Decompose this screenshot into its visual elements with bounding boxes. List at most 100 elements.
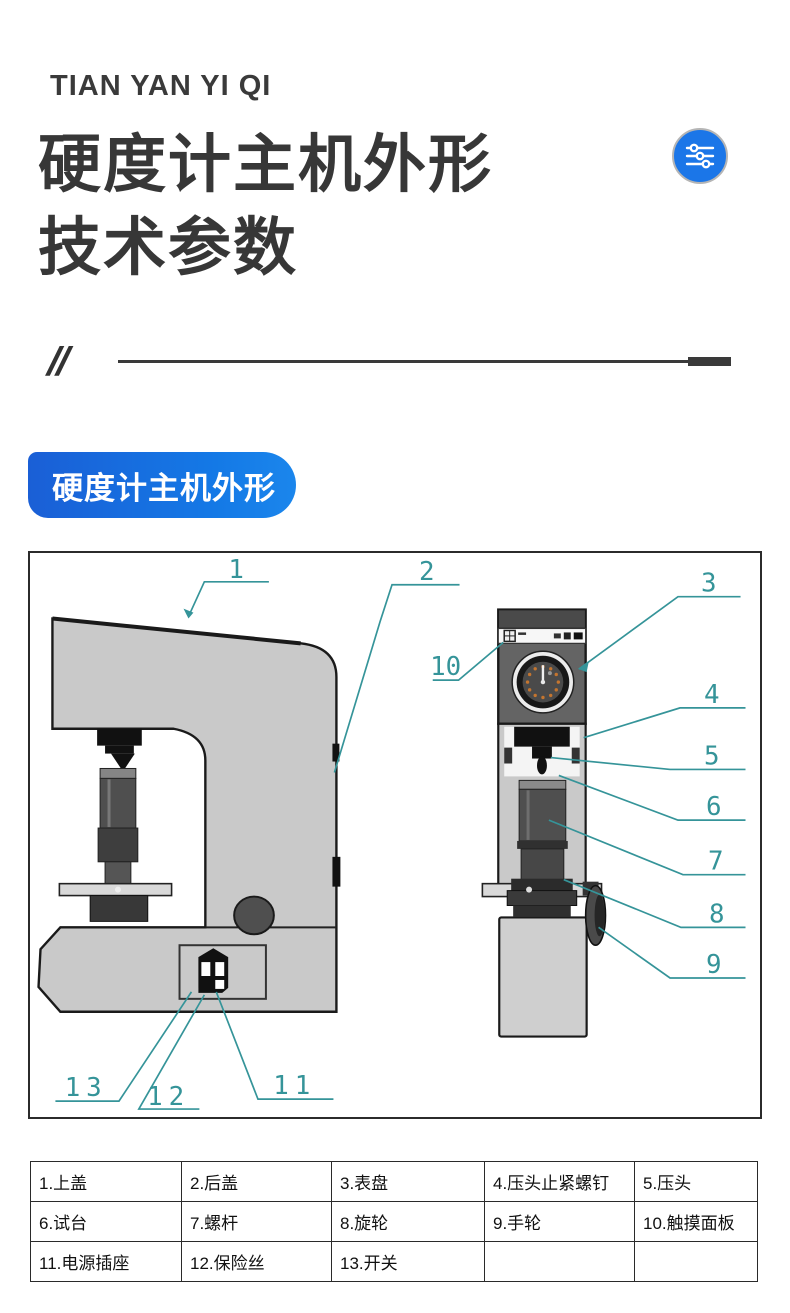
double-slash-mark: // bbox=[45, 340, 69, 384]
table-cell: 10.触摸面板 bbox=[634, 1201, 758, 1242]
page-title-line1: 硬度计主机外形 bbox=[38, 130, 493, 200]
table-cell: 4.压头止紧螺钉 bbox=[484, 1161, 635, 1202]
callout-8: 8 bbox=[709, 899, 725, 929]
screw-rod-front bbox=[518, 788, 567, 842]
dial-mark bbox=[547, 671, 552, 676]
dial-center bbox=[540, 679, 546, 685]
leader-11 bbox=[215, 991, 334, 1100]
switch-rocker bbox=[201, 962, 211, 976]
indenter-holder-front bbox=[514, 726, 570, 747]
panel-key bbox=[573, 632, 583, 640]
rotary-wheel bbox=[233, 895, 275, 936]
panel-key bbox=[563, 632, 571, 640]
table-row: 11.电源插座 12.保险丝 13.开关 bbox=[30, 1241, 758, 1282]
panel-label bbox=[518, 632, 527, 635]
hub-dot bbox=[114, 886, 121, 893]
leader-7 bbox=[548, 819, 746, 876]
brand-text: TIAN YAN YI QI bbox=[50, 70, 272, 102]
table-cell: 1.上盖 bbox=[30, 1161, 182, 1202]
fuse-slot bbox=[215, 962, 225, 976]
callout-10: 10 bbox=[430, 652, 461, 682]
machine-body bbox=[37, 617, 338, 1013]
indenter-tip-front bbox=[536, 756, 547, 775]
screw-rod-lower bbox=[97, 827, 139, 863]
section-badge-label: 硬度计主机外形 bbox=[52, 470, 276, 506]
page-title-line2: 技术参数 bbox=[38, 213, 298, 283]
callout-13: 13 bbox=[65, 1073, 108, 1103]
table-cell: 6.试台 bbox=[30, 1201, 182, 1242]
callout-4: 4 bbox=[704, 680, 720, 710]
anvil-top-front bbox=[518, 779, 567, 790]
leader-13 bbox=[55, 991, 193, 1102]
callout-labels: 1 2 3 4 5 6 7 8 9 10 11 12 13 bbox=[65, 555, 725, 1112]
callout-12: 12 bbox=[147, 1082, 190, 1112]
collar-1 bbox=[511, 878, 573, 891]
indenter-collar bbox=[105, 745, 134, 754]
callout-2: 2 bbox=[419, 557, 435, 587]
leader-8 bbox=[563, 878, 746, 929]
callout-11: 11 bbox=[273, 1071, 316, 1101]
section-divider: // bbox=[0, 338, 790, 384]
screw-rod-neck bbox=[104, 861, 132, 885]
screw-rod-upper bbox=[99, 777, 137, 829]
callout-3: 3 bbox=[701, 569, 717, 599]
collar-2 bbox=[506, 890, 578, 906]
head-top-strip bbox=[497, 608, 587, 630]
callout-7: 7 bbox=[708, 847, 724, 877]
anvil-top bbox=[99, 767, 137, 779]
leader-4 bbox=[583, 707, 746, 739]
table-cell bbox=[484, 1241, 635, 1282]
sliders-icon bbox=[685, 143, 715, 169]
settings-icon-badge bbox=[672, 128, 728, 184]
table-cell: 9.手轮 bbox=[484, 1201, 635, 1242]
table-row: 6.试台 7.螺杆 8.旋轮 9.手轮 10.触摸面板 bbox=[30, 1201, 758, 1242]
table-cell: 3.表盘 bbox=[331, 1161, 485, 1202]
table-cell: 5.压头 bbox=[634, 1161, 758, 1202]
leader-3 bbox=[578, 595, 741, 670]
touch-panel bbox=[497, 627, 587, 644]
divider-line bbox=[118, 360, 731, 363]
page-title: 硬度计主机外形 技术参数 bbox=[38, 124, 493, 290]
leader-9 bbox=[598, 926, 746, 979]
callout-lines bbox=[55, 580, 746, 1110]
back-cover-latch bbox=[332, 743, 340, 762]
table-cell: 11.电源插座 bbox=[30, 1241, 182, 1282]
leader-10 bbox=[432, 641, 504, 681]
panel-key bbox=[553, 633, 561, 639]
section-badge: 硬度计主机外形 bbox=[28, 452, 296, 518]
leader-6 bbox=[558, 774, 746, 821]
leader-1 bbox=[187, 580, 269, 617]
indenter-tip bbox=[111, 753, 135, 772]
power-panel bbox=[178, 944, 267, 1000]
table-row: 1.上盖 2.后盖 3.表盘 4.压头止紧螺钉 5.压头 bbox=[30, 1161, 758, 1202]
machine-diagram-panel: 1 2 3 4 5 6 7 8 9 10 11 12 13 bbox=[28, 551, 762, 1119]
indenter-set-screw bbox=[532, 746, 552, 759]
callout-1: 1 bbox=[228, 555, 244, 585]
rod-lower bbox=[520, 848, 565, 882]
leader-12 bbox=[137, 994, 206, 1110]
callout-9: 9 bbox=[706, 950, 722, 980]
callout-6: 6 bbox=[706, 792, 722, 822]
socket-pin bbox=[215, 979, 225, 989]
table-cell: 7.螺杆 bbox=[181, 1201, 332, 1242]
base-front bbox=[498, 916, 588, 1038]
collar-3 bbox=[513, 905, 571, 917]
back-cover-hinge bbox=[332, 856, 341, 887]
bay-side bbox=[504, 747, 513, 764]
divider-endcap bbox=[688, 357, 731, 366]
indenter-holder bbox=[97, 728, 142, 746]
rod-band bbox=[517, 840, 568, 849]
table-cell bbox=[634, 1241, 758, 1282]
arrow-1 bbox=[183, 608, 194, 619]
handwheel-hub bbox=[89, 895, 149, 922]
arrow-3 bbox=[578, 662, 589, 673]
leader-2 bbox=[333, 583, 460, 773]
side-view bbox=[37, 616, 341, 1013]
bay-side bbox=[571, 747, 580, 764]
table-cell: 12.保险丝 bbox=[181, 1241, 332, 1282]
collar-dot bbox=[526, 886, 533, 893]
table-cell: 2.后盖 bbox=[181, 1161, 332, 1202]
hardness-tester-diagram: 1 2 3 4 5 6 7 8 9 10 11 12 13 bbox=[37, 555, 746, 1112]
leader-5 bbox=[550, 756, 746, 771]
top-cover-edge bbox=[52, 616, 301, 646]
